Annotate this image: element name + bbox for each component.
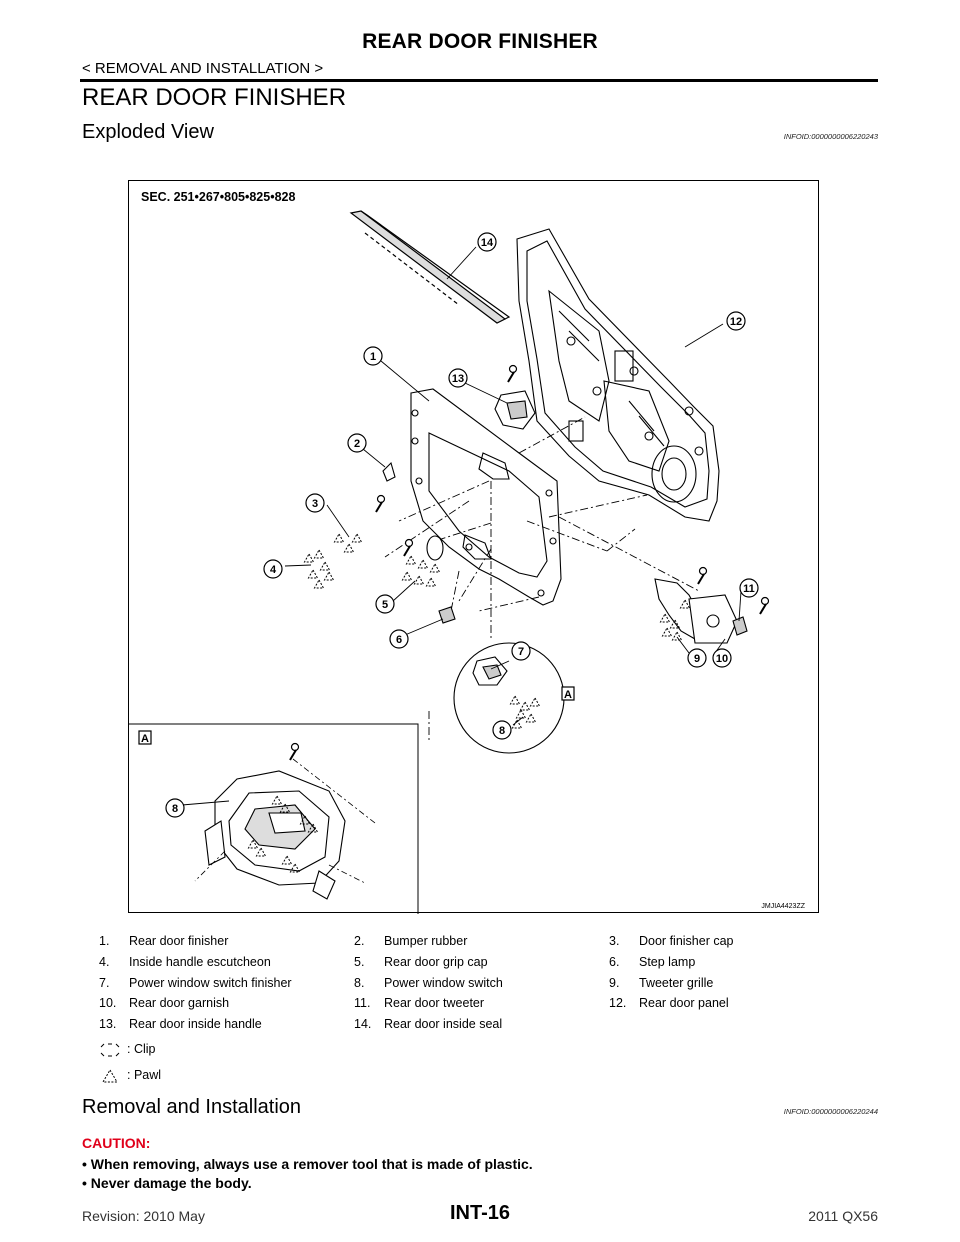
legend-item: 11.Rear door tweeter: [354, 996, 485, 1011]
svg-text:9: 9: [694, 653, 700, 665]
detail-circle: [453, 642, 565, 754]
breadcrumb: < REMOVAL AND INSTALLATION >: [82, 60, 324, 77]
legend-item: 9.Tweeter grille: [609, 975, 714, 990]
legend-item: 3.Door finisher cap: [609, 934, 734, 948]
callout-7: 7: [511, 641, 531, 661]
footer-model: 2011 QX56: [808, 1208, 878, 1224]
legend-item: 7.Power window switch finisher: [99, 975, 292, 990]
pawl-cluster-4: [304, 549, 334, 589]
page-header-title: REAR DOOR FINISHER: [362, 30, 598, 53]
callout-5: 5: [375, 594, 395, 614]
svg-text:1: 1: [370, 351, 376, 363]
svg-text:8: 8: [172, 803, 178, 815]
legend-item: 1.Rear door finisher: [99, 934, 229, 948]
legend-row: 4.Inside handle escutcheon 5.Rear door g…: [99, 955, 734, 976]
detail-a-inset: A 8: [129, 723, 419, 914]
parts-legend: 1.Rear door finisher 2.Bumper rubber 3.D…: [99, 934, 734, 1083]
svg-text:4: 4: [270, 564, 277, 576]
callout-13: 13: [448, 368, 468, 388]
rear-door-finisher-shape: [410, 388, 562, 606]
callout-2: 2: [347, 433, 367, 453]
image-code: JMJIA4423ZZ: [761, 903, 805, 910]
svg-text:11: 11: [743, 583, 755, 595]
svg-text:13: 13: [452, 373, 464, 385]
legend-pawl-row: : Pawl: [99, 1068, 161, 1083]
legend-row: 1.Rear door finisher 2.Bumper rubber 3.D…: [99, 934, 734, 955]
callout-3: 3: [305, 493, 325, 513]
sec-label: SEC. 251•267•805•825•828: [141, 190, 295, 204]
pawl-icon: [102, 1068, 118, 1083]
svg-text:6: 6: [396, 634, 402, 646]
svg-text:10: 10: [716, 653, 728, 665]
callout-8: 8: [492, 720, 512, 740]
header-divider: [80, 79, 878, 82]
legend-item: 14.Rear door inside seal: [354, 1017, 503, 1032]
caution-bullet: • When removing, always use a remover to…: [82, 1156, 533, 1172]
view-a-marker: A: [561, 686, 575, 701]
legend-row: 13.Rear door inside handle 14.Rear door …: [99, 1017, 734, 1038]
callout-1: 1: [363, 346, 383, 366]
callout-11: 11: [739, 578, 759, 598]
exploded-view-drawing: SEC. 251•267•805•825•828: [129, 190, 806, 914]
info-id: INFOID:0000000006220243: [783, 132, 878, 141]
subsection-title-exploded-view: Exploded View: [82, 121, 214, 143]
footer-page-number: INT-16: [449, 1202, 511, 1224]
callout-14: 14: [477, 232, 497, 252]
subsection-title-removal: Removal and Installation: [82, 1096, 302, 1118]
caution-bullet: • Never damage the body.: [82, 1175, 252, 1191]
callout-6: 6: [389, 629, 409, 649]
legend-item: 4.Inside handle escutcheon: [99, 954, 271, 969]
legend-item: 6.Step lamp: [609, 954, 696, 969]
inside-handle-shape: [494, 390, 536, 430]
callout-12: 12: [726, 311, 746, 331]
caution-label: CAUTION:: [82, 1135, 151, 1151]
svg-text:A: A: [564, 689, 572, 701]
callouts: 14 12 1 13 2 3 4 5 6 7 8 11 9 10: [263, 232, 759, 740]
legend-item: 13.Rear door inside handle: [99, 1017, 262, 1032]
legend-row: 7.Power window switch finisher 8.Power w…: [99, 976, 734, 997]
svg-text:7: 7: [518, 646, 524, 658]
legend-clip-row: : Clip: [99, 1042, 155, 1057]
tweeter-group-shape: [654, 578, 748, 644]
exploded-view-figure: SEC. 251•267•805•825•828: [128, 180, 819, 914]
footer-revision: Revision: 2010 May: [82, 1208, 205, 1224]
small-parts: [382, 461, 456, 624]
inside-seal-shape: [349, 210, 511, 324]
svg-text:A: A: [141, 733, 149, 745]
callout-10: 10: [712, 648, 732, 668]
info-id-removal: INFOID:0000000006220244: [783, 1107, 878, 1116]
svg-text:14: 14: [481, 237, 494, 249]
callout-9: 9: [687, 648, 707, 668]
pawl-cluster-5: [402, 555, 440, 587]
legend-row: 10.Rear door garnish 11.Rear door tweete…: [99, 996, 734, 1017]
svg-text:3: 3: [312, 498, 318, 510]
section-title: REAR DOOR FINISHER: [82, 84, 347, 111]
legend-item: 10.Rear door garnish: [99, 996, 230, 1011]
svg-text:8: 8: [499, 725, 505, 737]
svg-text:2: 2: [354, 438, 360, 450]
pawl-cluster-3: [334, 533, 362, 553]
assembly-lines: [384, 416, 700, 741]
clip-icon: [100, 1043, 120, 1057]
legend-item: 5.Rear door grip cap: [354, 954, 488, 969]
rear-door-panel-shape: [516, 228, 720, 522]
legend-item: 8.Power window switch: [354, 975, 503, 990]
legend-item: 2.Bumper rubber: [354, 934, 468, 948]
svg-text:12: 12: [730, 316, 742, 328]
callout-4: 4: [263, 559, 283, 579]
legend-item: 12.Rear door panel: [609, 996, 729, 1011]
svg-text:5: 5: [382, 599, 388, 611]
